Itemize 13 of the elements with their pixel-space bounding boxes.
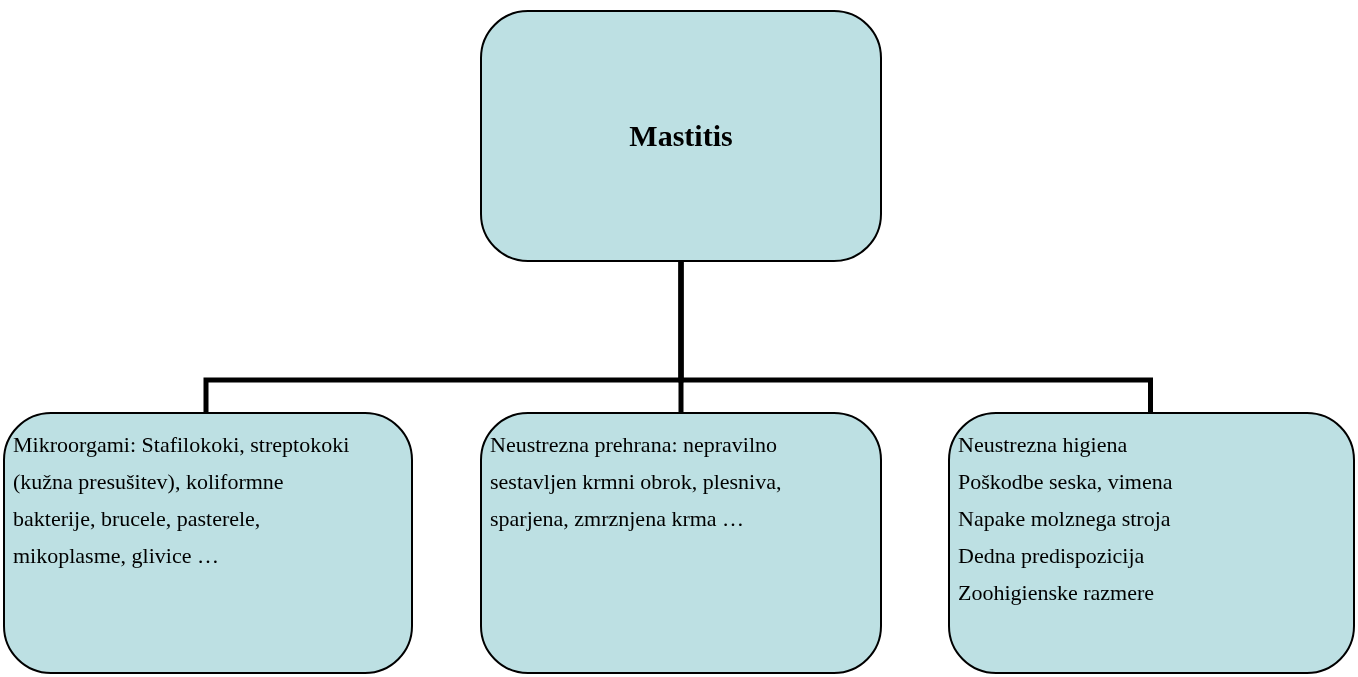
cause-box: [480, 412, 882, 674]
cause-box: [3, 412, 413, 674]
title-text: Mastitis: [629, 119, 733, 153]
cause-text: Mikroorgami: Stafilokoki, streptokoki (kužna presušitev), koliformne bakterije, brucele, pasterele, mikoplasme, glivice …: [13, 431, 351, 570]
cause-text: Neustrezna prehrana: nepravilno sestavljen krmni obrok, plesniva, sparjena, zmrznjena krma …: [490, 431, 783, 533]
cause-text: Dedna predispozicija: [958, 542, 1145, 570]
cause-text: Zoohigienske razmere: [958, 579, 1155, 607]
cause-text: Neustrezna higiena: [958, 431, 1128, 459]
cause-text: Napake molznega stroja: [958, 505, 1171, 533]
connector-line: [678, 262, 1153, 412]
cause-text: Poškodbe seska, vimena: [958, 468, 1173, 496]
cause-box: [948, 412, 1355, 674]
root-box: [480, 10, 882, 262]
